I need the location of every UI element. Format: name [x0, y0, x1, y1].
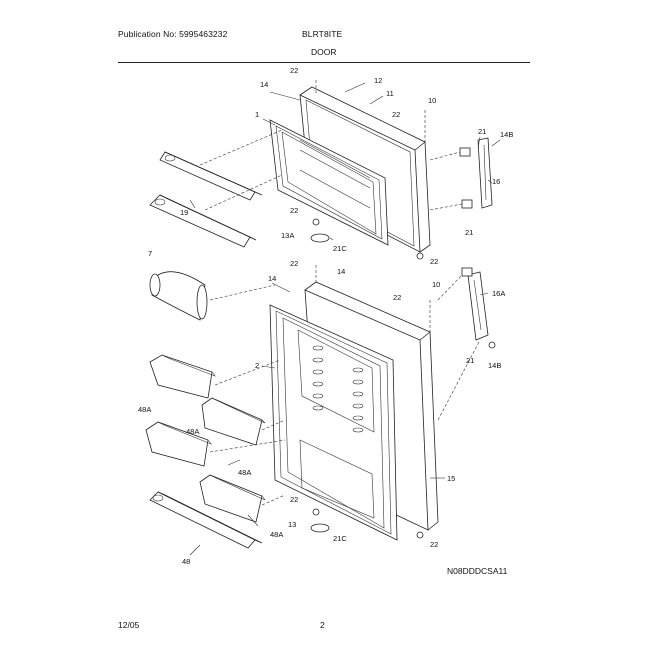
page-number: 2: [320, 620, 325, 630]
callout-16a: 16A: [492, 289, 505, 298]
callout-16: 16: [492, 177, 500, 186]
callout-15: 15: [447, 474, 455, 483]
callout-22: 22: [393, 293, 401, 302]
callout-48a: 48A: [186, 427, 199, 436]
callout-48a: 48A: [238, 468, 251, 477]
leader-lines: [189, 82, 501, 556]
callout-13: 13: [288, 520, 296, 529]
callout-21c: 21C: [333, 534, 347, 543]
figure-code: N08DDDCSA11: [447, 566, 508, 576]
callout-14b: 14B: [500, 130, 513, 139]
callout-22: 22: [290, 259, 298, 268]
callout-21: 21: [478, 127, 486, 136]
callout-19: 19: [180, 208, 188, 217]
callout-21: 21: [465, 228, 473, 237]
callout-7: 7: [148, 249, 152, 258]
lower-door-rack: [149, 491, 263, 549]
callout-22: 22: [290, 495, 298, 504]
fresh-food-door: [269, 265, 439, 541]
callout-48a: 48A: [138, 405, 151, 414]
publication-number: Publication No: 5995463232: [118, 29, 228, 39]
callout-10: 10: [428, 96, 436, 105]
door-bins: [145, 354, 286, 523]
callout-labels: 22 12 14 11 10 22 1 21 14B 16 19 22 13A …: [138, 66, 513, 566]
callout-2: 2: [255, 361, 259, 370]
callout-21c: 21C: [333, 244, 347, 253]
callout-22: 22: [392, 110, 400, 119]
model-number: BLRT8ITE: [302, 29, 343, 39]
callout-22: 22: [430, 540, 438, 549]
fresh-food-handle: [437, 267, 496, 421]
header-rule: [118, 62, 530, 63]
callout-14: 14: [268, 274, 276, 283]
callout-48a: 48A: [270, 530, 283, 539]
callout-21: 21: [466, 356, 474, 365]
callout-10: 10: [432, 280, 440, 289]
callout-13a: 13A: [281, 231, 294, 240]
lower-hinge: [310, 508, 424, 539]
callout-22: 22: [290, 206, 298, 215]
callout-22: 22: [290, 66, 298, 75]
ice-container: [149, 271, 276, 321]
callout-14: 14: [337, 267, 345, 276]
callout-14: 14: [260, 80, 268, 89]
callout-48: 48: [182, 557, 190, 566]
freezer-hinge: [310, 218, 424, 260]
freezer-handle: [429, 137, 493, 211]
footer-date: 12/05: [118, 620, 140, 630]
callout-12: 12: [374, 76, 382, 85]
callout-1: 1: [255, 110, 259, 119]
callout-14b: 14B: [488, 361, 501, 370]
callout-11: 11: [386, 89, 394, 98]
freezer-door-rack: [149, 129, 283, 248]
section-title: DOOR: [311, 47, 337, 57]
freezer-door: [269, 80, 431, 253]
callout-22: 22: [430, 257, 438, 266]
